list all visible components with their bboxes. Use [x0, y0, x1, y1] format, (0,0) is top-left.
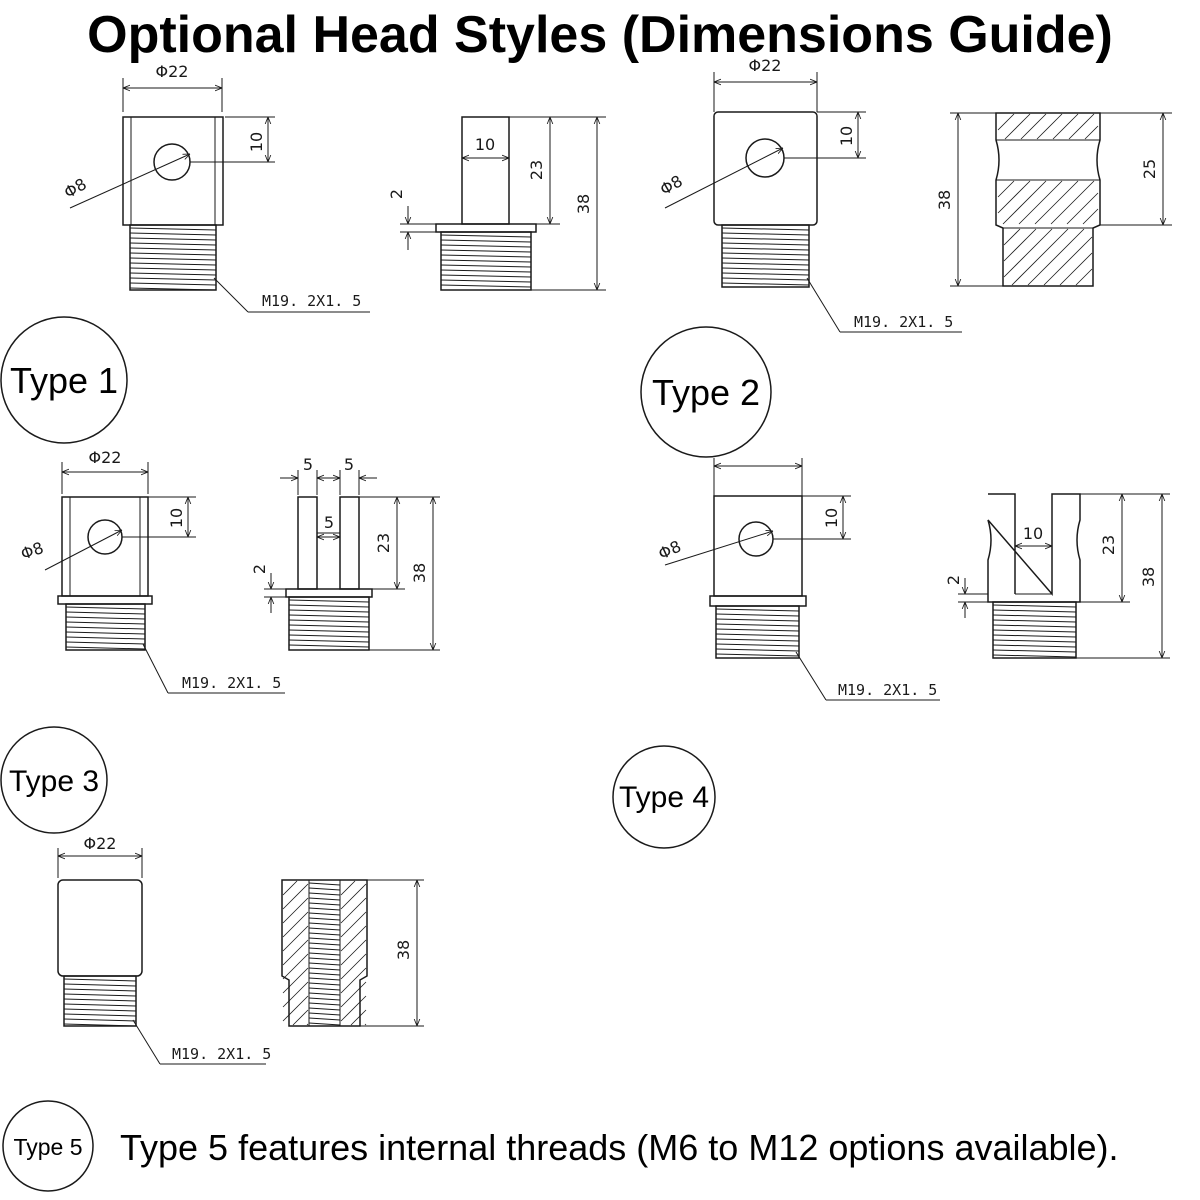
type3-badge: Type 3	[0, 726, 108, 834]
type1-dim23-label: 23	[527, 160, 546, 180]
type5-section-view: 38	[281, 879, 424, 1027]
type4-dia8-label: Φ8	[655, 537, 684, 564]
type2-section-view: 25 38	[935, 112, 1172, 287]
type3-dia8-label: Φ8	[18, 538, 46, 564]
type3-dim5a-label: 5	[303, 455, 313, 474]
type4-dim23-label: 23	[1099, 535, 1118, 555]
type4-label: Type 4	[619, 781, 709, 814]
type3-dim38-label: 38	[410, 563, 429, 583]
type3-dim2-label: 2	[250, 564, 269, 574]
type4-thread-label: M19. 2X1. 5	[838, 681, 937, 699]
type5-dim38-label: 38	[394, 940, 413, 960]
type5-note: Type 5 features internal threads (M6 to …	[120, 1127, 1119, 1168]
type2-thread-label: M19. 2X1. 5	[854, 313, 953, 331]
type3-thread-label: M19. 2X1. 5	[182, 674, 281, 692]
type2-dia8-label: Φ8	[657, 171, 686, 199]
type3-dim5c-label: 5	[324, 513, 334, 532]
type1-badge: Type 1	[0, 316, 128, 444]
type3-front-view: Φ22 10 Φ8 M19. 2X1. 5	[18, 448, 285, 694]
type3-label: Type 3	[9, 765, 99, 798]
type3-side-view: 5 5 5 23 38 2	[250, 455, 440, 651]
type3-dim5b-label: 5	[344, 455, 354, 474]
type1-label: Type 1	[10, 360, 118, 401]
type1-thread-label: M19. 2X1. 5	[262, 292, 361, 310]
type5-dia22-label: Φ22	[84, 834, 117, 853]
type1-dia8-label: Φ8	[61, 174, 90, 202]
type2-dia22-label: Φ22	[749, 56, 782, 75]
type2-dim10-label: 10	[837, 126, 856, 146]
type4-front-view: 10 Φ8 M19. 2X1. 5	[655, 458, 940, 701]
type3-dim10-label: 10	[167, 508, 186, 528]
type1-dim38-label: 38	[574, 194, 593, 214]
type2-label: Type 2	[652, 372, 760, 413]
type2-dim38-label: 38	[935, 190, 954, 210]
type1-dim2-label: 2	[387, 189, 406, 199]
type1-front-view: Φ22 10 Φ8 M19. 2X1. 5	[61, 62, 370, 313]
type5-front-view: Φ22 M19. 2X1. 5	[57, 834, 271, 1065]
type4-side-dim10-label: 10	[1023, 524, 1043, 543]
type4-dim2-label: 2	[944, 575, 963, 585]
type4-badge: Type 4	[612, 745, 716, 849]
page-title: Optional Head Styles (Dimensions Guide)	[87, 6, 1113, 64]
type1-dia22-label: Φ22	[156, 62, 189, 81]
type4-dim10-label: 10	[822, 508, 841, 528]
type1-side-view: 10 23 38 2	[387, 116, 606, 291]
type3-dia22-label: Φ22	[89, 448, 122, 467]
type3-dim23-label: 23	[374, 533, 393, 553]
type1-side-dim10-label: 10	[475, 135, 495, 154]
type5-label: Type 5	[13, 1134, 82, 1160]
type5-badge: Type 5	[2, 1100, 94, 1192]
type2-badge: Type 2	[640, 326, 772, 458]
type2-front-view: Φ22 10 Φ8 M19. 2X1. 5	[657, 56, 962, 333]
type2-dim25-label: 25	[1140, 159, 1159, 179]
type1-dim10-label: 10	[247, 132, 266, 152]
type4-side-view: 10 23 38 2	[944, 493, 1170, 659]
type4-dim38-label: 38	[1139, 567, 1158, 587]
type5-thread-label: M19. 2X1. 5	[172, 1045, 271, 1063]
